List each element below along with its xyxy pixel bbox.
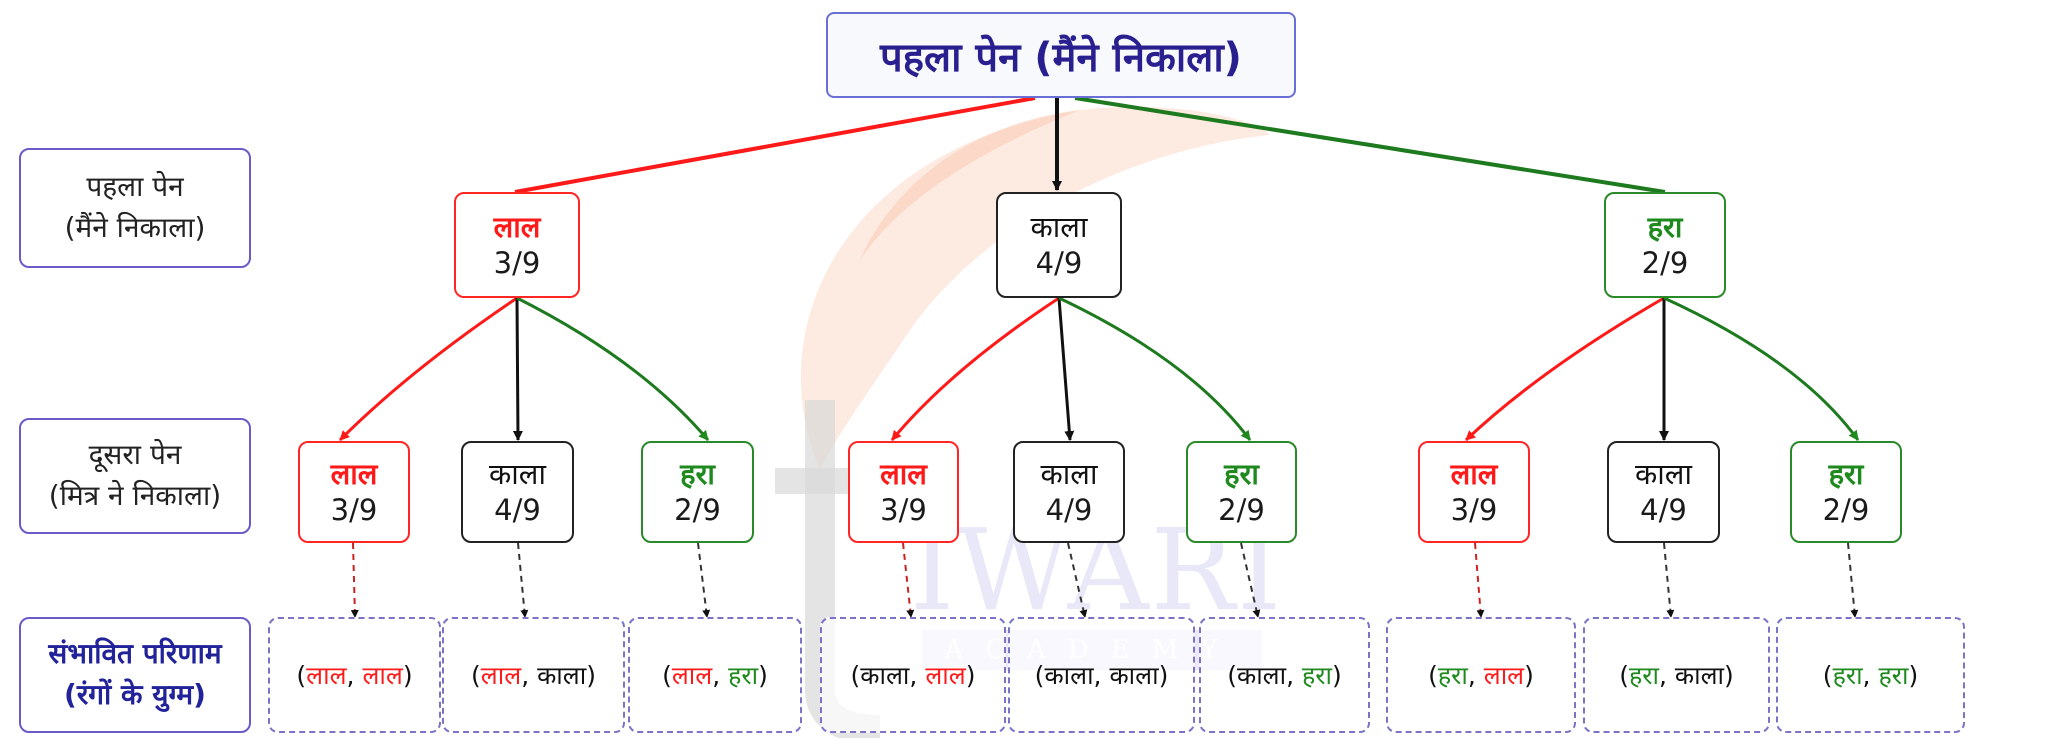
outcome-second: हरा xyxy=(1878,661,1909,690)
dash-3 xyxy=(697,542,711,618)
node-probability: 2/9 xyxy=(1822,493,1870,527)
node-probability: 4/9 xyxy=(1640,493,1687,527)
dash-7 xyxy=(1474,542,1485,618)
root-label: पहला पेन (मैंने निकाला) xyxy=(880,34,1242,81)
node-color-name: काला xyxy=(1635,456,1692,491)
node-probability: 3/9 xyxy=(880,493,927,527)
edge-g2-black xyxy=(1057,297,1075,441)
second-pen-black-node: काला 4/9 xyxy=(1607,441,1720,543)
outcome-pair: (हरा, काला) xyxy=(1583,617,1770,733)
first-pen-black-node: काला 4/9 xyxy=(996,192,1122,298)
outcome-second: हरा xyxy=(1302,661,1332,690)
edge-g3-green xyxy=(1663,296,1860,441)
node-color-name: हरा xyxy=(680,456,715,491)
node-color-name: लाल xyxy=(1450,456,1498,491)
second-pen-red-node: लाल 3/9 xyxy=(298,441,410,543)
edge-g3-red xyxy=(1464,296,1665,442)
outcome-first: लाल xyxy=(671,661,713,690)
node-color-name: काला xyxy=(489,456,546,491)
dash-9 xyxy=(1847,542,1859,618)
node-color-name: हरा xyxy=(1224,456,1259,491)
node-color-name: लाल xyxy=(493,209,541,244)
second-pen-black-node: काला 4/9 xyxy=(1013,441,1125,543)
side-label-outcomes: संभावित परिणाम (रंगों के युग्म) xyxy=(19,617,251,733)
side-label-line1: संभावित परिणाम xyxy=(48,637,222,671)
outcome-pair: (काला, लाल) xyxy=(820,617,1006,733)
side-label-line2: (मैंने निकाला) xyxy=(64,211,206,244)
node-color-name: काला xyxy=(1040,456,1098,491)
node-probability: 4/9 xyxy=(494,493,541,527)
dash-4 xyxy=(902,542,915,618)
edge-g2-green xyxy=(1058,296,1252,441)
second-pen-red-node: लाल 3/9 xyxy=(1418,441,1530,543)
outcome-first: काला xyxy=(1044,661,1094,690)
edge-g1-black xyxy=(512,297,523,441)
node-color-name: लाल xyxy=(330,456,378,491)
first-pen-green-node: हरा 2/9 xyxy=(1604,192,1726,298)
dash-1 xyxy=(350,542,359,618)
first-pen-red-node: लाल 3/9 xyxy=(454,192,580,298)
node-color-name: लाल xyxy=(880,456,927,491)
second-pen-green-node: हरा 2/9 xyxy=(1790,441,1902,543)
outcome-first: हरा xyxy=(1629,661,1659,690)
outcome-second: काला xyxy=(1674,661,1724,690)
outcome-first: काला xyxy=(860,661,910,690)
outcome-pair: (काला, काला) xyxy=(1008,617,1195,733)
dash-8 xyxy=(1663,542,1675,618)
outcome-first: हरा xyxy=(1832,661,1863,690)
outcome-first: लाल xyxy=(306,661,347,690)
node-probability: 4/9 xyxy=(1035,246,1083,280)
node-probability: 3/9 xyxy=(493,246,541,280)
outcome-second: लाल xyxy=(1483,661,1525,690)
root-node: पहला पेन (मैंने निकाला) xyxy=(826,12,1296,98)
dash-6 xyxy=(1240,542,1261,618)
side-label-second-pen: दूसरा पेन (मित्र ने निकाला) xyxy=(19,418,251,534)
outcome-pair: (लाल, काला) xyxy=(442,617,625,733)
side-label-line2: (रंगों के युग्म) xyxy=(64,678,206,711)
second-pen-green-node: हरा 2/9 xyxy=(1186,441,1297,543)
dash-5 xyxy=(1067,542,1088,618)
outcome-pair: (हरा, हरा) xyxy=(1776,617,1965,733)
outcome-pair: (हरा, लाल) xyxy=(1386,617,1576,733)
outcome-pair: (लाल, लाल) xyxy=(268,617,441,733)
node-probability: 2/9 xyxy=(1218,493,1265,527)
edge-g2-red xyxy=(890,296,1060,441)
edge-root-red xyxy=(514,96,1036,194)
outcome-pair: (काला, हरा) xyxy=(1199,617,1370,733)
edge-g1-green xyxy=(516,296,710,441)
outcome-second: काला xyxy=(1109,661,1159,690)
outcome-second: हरा xyxy=(728,661,759,690)
dash-2 xyxy=(517,542,529,618)
outcome-first: हरा xyxy=(1437,661,1468,690)
outcome-first: लाल xyxy=(480,661,522,690)
edge-g1-red xyxy=(338,296,518,442)
node-color-name: हरा xyxy=(1647,209,1683,244)
edge-root-green xyxy=(1074,96,1666,194)
side-label-line1: पहला पेन xyxy=(86,170,184,204)
outcome-second: काला xyxy=(537,661,587,690)
second-pen-red-node: लाल 3/9 xyxy=(848,441,959,543)
node-probability: 2/9 xyxy=(1641,246,1689,280)
outcome-first: काला xyxy=(1237,661,1287,690)
node-probability: 3/9 xyxy=(330,493,378,527)
second-pen-black-node: काला 4/9 xyxy=(461,441,574,543)
second-pen-green-node: हरा 2/9 xyxy=(641,441,754,543)
outcome-second: लाल xyxy=(925,661,966,690)
side-label-line1: दूसरा पेन xyxy=(88,438,182,472)
outcome-second: लाल xyxy=(362,661,403,690)
node-probability: 4/9 xyxy=(1045,493,1093,527)
outcome-pair: (लाल, हरा) xyxy=(628,617,802,733)
side-label-line2: (मित्र ने निकाला) xyxy=(48,479,222,512)
node-color-name: हरा xyxy=(1828,456,1864,491)
node-color-name: काला xyxy=(1030,209,1088,244)
node-probability: 2/9 xyxy=(674,493,721,527)
side-label-first-pen: पहला पेन (मैंने निकाला) xyxy=(19,148,251,268)
node-probability: 3/9 xyxy=(1450,493,1498,527)
